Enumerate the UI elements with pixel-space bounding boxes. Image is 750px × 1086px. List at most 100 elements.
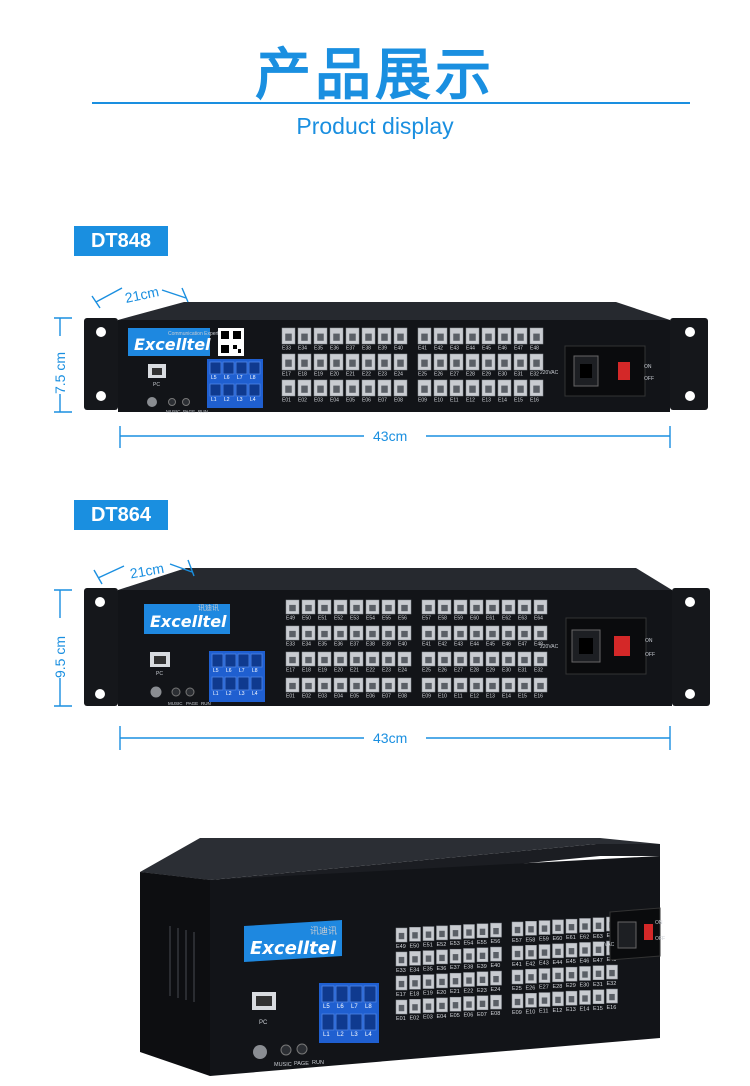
trunk-port — [363, 1013, 377, 1031]
extension-label: E61 — [486, 616, 495, 622]
extension-label: E57 — [422, 616, 431, 622]
extension-label: E12 — [553, 1008, 563, 1014]
trunk-port-label: L5 — [213, 668, 219, 674]
extension-label: E56 — [491, 939, 501, 945]
extension-label: E07 — [477, 1012, 487, 1018]
title-divider — [92, 102, 690, 104]
extension-label: E41 — [418, 346, 427, 352]
extension-label: E32 — [607, 981, 617, 987]
extension-label: E23 — [477, 988, 487, 994]
extension-label: E25 — [512, 986, 522, 992]
extension-label: E44 — [470, 642, 479, 648]
extension-label: E62 — [580, 934, 590, 940]
trunk-port — [250, 653, 263, 668]
power-switch — [618, 362, 630, 380]
extension-label: E14 — [498, 398, 507, 404]
extension-label: E45 — [482, 346, 491, 352]
extension-label: E05 — [350, 694, 359, 700]
extension-label: E06 — [464, 1012, 474, 1018]
page-title: 产品展示 — [255, 43, 495, 108]
extension-label: E15 — [514, 398, 523, 404]
extension-label: E46 — [580, 958, 590, 964]
extension-label: E51 — [318, 616, 327, 622]
extension-label: E21 — [350, 668, 359, 674]
trunk-port — [349, 1013, 363, 1031]
extension-label: E21 — [450, 989, 460, 995]
trunk-port-label: L8 — [252, 668, 258, 674]
extension-label: E26 — [434, 372, 443, 378]
extension-label: E15 — [593, 1006, 603, 1012]
extension-label: E50 — [410, 943, 420, 949]
extension-label: E23 — [382, 668, 391, 674]
run-label: RUN — [312, 1060, 324, 1066]
extension-label: E16 — [530, 398, 539, 404]
extension-label: E28 — [470, 668, 479, 674]
extension-label: E39 — [477, 964, 487, 970]
extension-label: E63 — [593, 934, 603, 940]
rack-ear-left — [84, 588, 118, 706]
extension-label: E55 — [382, 616, 391, 622]
extension-label: E54 — [464, 940, 474, 946]
extension-label: E45 — [486, 642, 495, 648]
extension-label: E17 — [396, 992, 406, 998]
power-socket — [617, 921, 637, 949]
extension-label: E09 — [512, 1010, 522, 1016]
extension-label: E10 — [438, 694, 447, 700]
extension-label: E33 — [396, 968, 406, 974]
extension-label: E36 — [330, 346, 339, 352]
extension-label: E30 — [580, 982, 590, 988]
extension-label: E42 — [434, 346, 443, 352]
power-label: 220VAC — [540, 370, 559, 376]
depth-label: 21cm — [123, 283, 160, 306]
extension-label: E38 — [366, 642, 375, 648]
extension-label: E46 — [502, 642, 511, 648]
extension-label: E03 — [318, 694, 327, 700]
extension-label: E47 — [593, 958, 603, 964]
trunk-port — [209, 361, 222, 375]
extension-label: E19 — [314, 372, 323, 378]
brand-cn: 讯迪讯 — [198, 603, 219, 612]
trunk-port — [335, 985, 349, 1003]
model-tag-dt864: DT864 — [74, 500, 168, 530]
depth-label: 21cm — [129, 560, 165, 582]
extension-label: E20 — [330, 372, 339, 378]
extension-label: E01 — [396, 1016, 406, 1022]
trunk-port-label: L2 — [226, 691, 232, 697]
extension-label: E01 — [286, 694, 295, 700]
trunk-port-label: L7 — [239, 668, 245, 674]
music-label: MUSIC — [168, 701, 183, 706]
brand-logo — [128, 328, 210, 356]
extension-label: E20 — [437, 990, 447, 996]
page-label: PAGE — [294, 1061, 309, 1067]
extension-label: E63 — [518, 616, 527, 622]
trunk-port — [321, 1013, 335, 1031]
extension-label: E53 — [450, 941, 460, 947]
trunk-port — [237, 653, 250, 668]
power-switch — [614, 636, 630, 656]
extension-label: E08 — [491, 1011, 501, 1017]
extension-label: E18 — [302, 668, 311, 674]
extension-label: E13 — [486, 694, 495, 700]
extension-label: E24 — [491, 987, 501, 993]
extension-label: E51 — [423, 943, 433, 949]
extension-label: E27 — [454, 668, 463, 674]
page-subtitle: Product display — [296, 113, 454, 139]
extension-label: E27 — [450, 372, 459, 378]
extension-label: E05 — [450, 1013, 460, 1019]
extension-label: E17 — [286, 668, 295, 674]
extension-label: E45 — [566, 959, 576, 965]
extension-label: E31 — [593, 982, 603, 988]
extension-label: E08 — [398, 694, 407, 700]
extension-label: E42 — [438, 642, 447, 648]
pc-label: PC — [259, 1020, 268, 1026]
extension-label: E41 — [512, 962, 522, 968]
trunk-port-label: L5 — [211, 375, 217, 381]
extension-label: E32 — [530, 372, 539, 378]
depth-line — [95, 287, 123, 303]
